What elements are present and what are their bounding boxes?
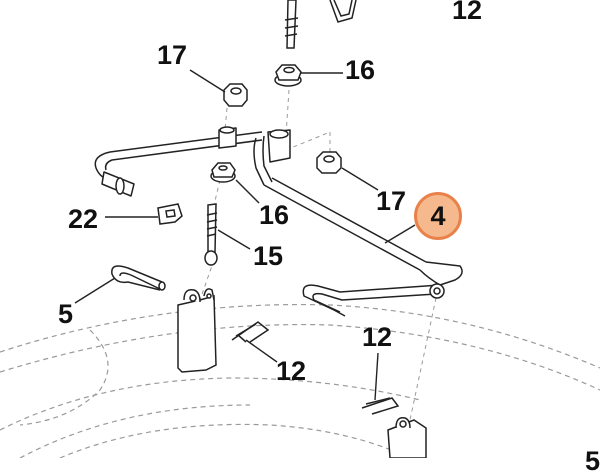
callout-5-left: 5 (58, 299, 74, 329)
callout-22: 22 (68, 204, 99, 234)
parts-diagram (0, 0, 601, 458)
callout-16-mid: 16 (259, 200, 290, 230)
lift-rod-assembly (94, 126, 463, 317)
clip-top (329, 0, 357, 23)
bolt-top (284, 0, 299, 49)
retaining-clip-22 (157, 203, 183, 225)
clip-12-mid (231, 321, 270, 343)
nut-17-right (316, 151, 342, 174)
callout-12-top: 12 (452, 0, 483, 25)
callout-12-bottom: 12 (362, 322, 393, 352)
bolt-15 (204, 203, 218, 266)
lock-pin-5 (111, 265, 166, 291)
clip-12-bottom (361, 397, 400, 415)
callout-17-right: 17 (376, 186, 407, 216)
bracket-left (177, 288, 217, 373)
callout-16-top: 16 (345, 55, 376, 85)
callout-17-top: 17 (157, 40, 188, 70)
deck-outline (0, 303, 601, 458)
callout-15: 15 (253, 241, 284, 271)
flange-nut-mid (210, 162, 236, 183)
leader-lines (74, 69, 416, 401)
bracket-right (387, 416, 427, 458)
callout-12-mid: 12 (276, 356, 307, 386)
nut-17-top (223, 83, 248, 107)
callout-5-corner: 5 (585, 446, 601, 476)
flange-nut-top (274, 64, 302, 87)
highlight-circle (414, 192, 462, 240)
callout-4-highlighted: 4 (430, 200, 446, 231)
